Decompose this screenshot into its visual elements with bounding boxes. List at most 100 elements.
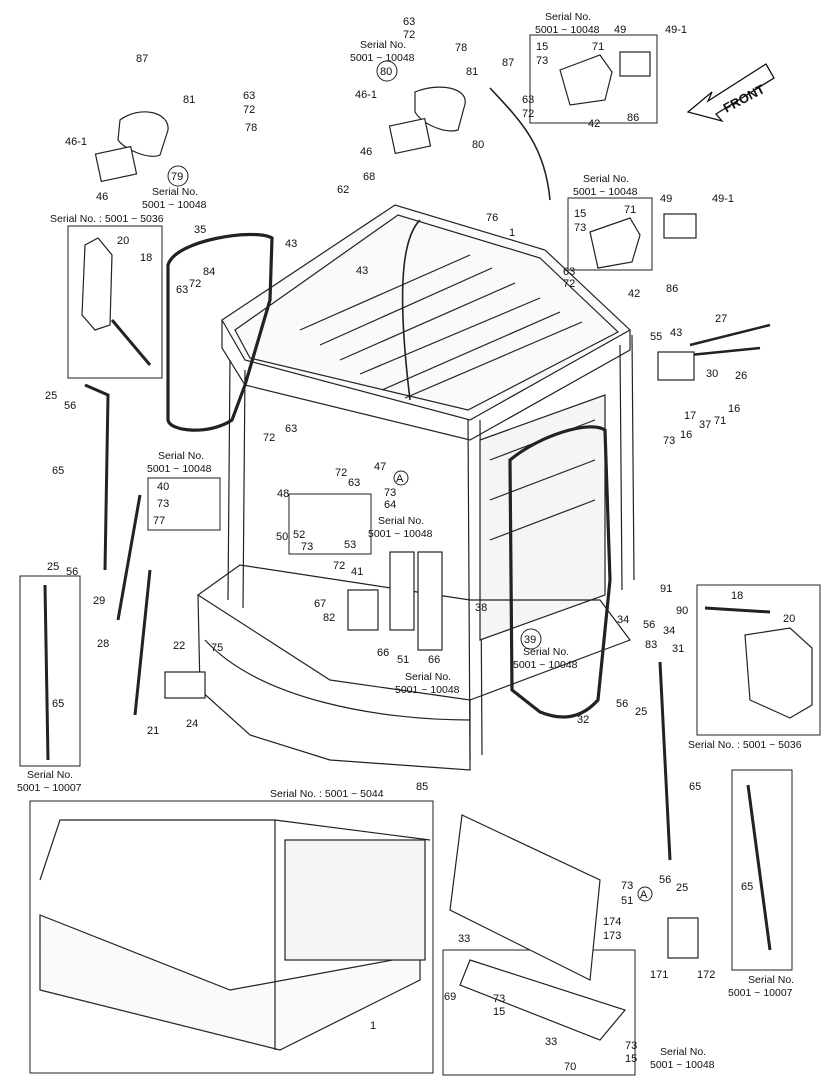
lamp-49-mid: [663, 213, 697, 239]
panel-66-right: [417, 551, 443, 651]
label-56-r: 56: [643, 619, 655, 631]
label-49-1-tr: 49-1: [665, 24, 687, 36]
label-65-l2: 65: [52, 698, 64, 710]
label-90: 90: [676, 605, 688, 617]
label-49-mr: 49: [660, 193, 672, 205]
label-18-left: 18: [140, 252, 152, 264]
label-15-b: 15: [493, 1006, 505, 1018]
frame-serial-52: [288, 493, 372, 555]
label-50: 50: [276, 531, 288, 543]
label-86-tr: 86: [627, 112, 639, 124]
label-72-l: 72: [189, 278, 201, 290]
label-38: 38: [475, 602, 487, 614]
label-76: 76: [486, 212, 498, 224]
label-43-b: 43: [356, 265, 368, 277]
label-20-left: 20: [117, 235, 129, 247]
label-68: 68: [363, 171, 375, 183]
label-63-tr: 63: [522, 94, 534, 106]
label-72-m: 72: [263, 432, 275, 444]
lamp-46-mid: [388, 117, 432, 155]
label-15-tr: 15: [536, 41, 548, 53]
box-82: [347, 589, 379, 631]
components: [39, 51, 813, 1051]
label-71-tr: 71: [592, 41, 604, 53]
circle-79: [167, 165, 189, 187]
circle-80: [376, 60, 398, 82]
frame-left-mirror: [67, 225, 163, 379]
serial-label-85: Serial No.: [405, 671, 451, 683]
label-73-r: 73: [663, 435, 675, 447]
label-77: 77: [153, 515, 165, 527]
label-33-b: 33: [545, 1036, 557, 1048]
label-91: 91: [660, 583, 672, 595]
label-73-c: 73: [384, 487, 396, 499]
label-72-c: 72: [335, 467, 347, 479]
serial-range-mr: 5001 ~ 10048: [573, 186, 638, 198]
label-174: 174: [603, 916, 621, 928]
serial-range-85: 5001 ~ 10048: [395, 684, 460, 696]
label-72-mr: 72: [563, 278, 575, 290]
mirror-right: [744, 627, 813, 719]
label-80-circ: 80: [380, 66, 392, 78]
frame-right-handrail: [731, 769, 793, 971]
label-16-b: 16: [680, 429, 692, 441]
label-73-tr: 73: [536, 55, 548, 67]
label-65-r2: 65: [741, 881, 753, 893]
work-lamp-79: [117, 111, 169, 157]
label-87-tl: 87: [136, 53, 148, 65]
wiper-motor-30: [657, 351, 695, 381]
label-72-d: 72: [333, 560, 345, 572]
label-72-tr: 72: [522, 108, 534, 120]
switch-24: [164, 671, 206, 699]
label-30: 30: [706, 368, 718, 380]
label-66-a: 66: [377, 647, 389, 659]
label-33-a: 33: [458, 933, 470, 945]
label-62: 62: [337, 184, 349, 196]
label-16-a: 16: [728, 403, 740, 415]
label-56-l: 56: [64, 400, 76, 412]
label-72-top: 72: [403, 29, 415, 41]
label-25-r: 25: [635, 706, 647, 718]
label-43-a: 43: [285, 238, 297, 250]
label-42-mr: 42: [628, 288, 640, 300]
label-48: 48: [277, 488, 289, 500]
label-1-bottom: 1: [370, 1020, 376, 1032]
lamp-71-mid: [589, 217, 641, 269]
label-34-r: 34: [663, 625, 675, 637]
label-a-1: A: [396, 473, 404, 485]
serial-label-39: Serial No.: [523, 646, 569, 658]
label-73-c2: 73: [625, 1040, 637, 1052]
part-labels: 63 72 Serial No. 5001 ~ 10048 78 81 80 8…: [17, 11, 802, 1073]
label-81-tl: 81: [183, 94, 195, 106]
frame-top-lamp: [529, 34, 658, 124]
serial-range-tr: 5001 ~ 10048: [535, 24, 600, 36]
label-47: 47: [374, 461, 386, 473]
front-arrow: FRONT: [686, 63, 775, 123]
label-39: 39: [524, 634, 536, 646]
serial-label-mr: Serial No.: [583, 173, 629, 185]
serial-label-80a: Serial No.: [360, 39, 406, 51]
label-31: 31: [672, 643, 684, 655]
serial-label-tr: Serial No.: [545, 11, 591, 23]
serial-range-r2: 5001 ~ 10007: [728, 987, 793, 999]
label-83: 83: [645, 639, 657, 651]
label-1-top: 1: [509, 227, 515, 239]
label-21: 21: [147, 725, 159, 737]
serial-range-l2: 5001 ~ 10007: [17, 782, 82, 794]
panel-66-left: [389, 551, 415, 631]
marker-a-2: [637, 886, 653, 902]
label-29: 29: [93, 595, 105, 607]
label-53: 53: [344, 539, 356, 551]
label-73-mr: 73: [574, 222, 586, 234]
label-52: 52: [293, 529, 305, 541]
label-43-r: 43: [670, 327, 682, 339]
label-41: 41: [351, 566, 363, 578]
serial-range-40: 5001 ~ 10048: [147, 463, 212, 475]
label-66-b: 66: [428, 654, 440, 666]
label-20-r: 20: [783, 613, 795, 625]
label-69: 69: [444, 991, 456, 1003]
label-49-tr: 49: [614, 24, 626, 36]
label-32: 32: [577, 714, 589, 726]
label-65-l: 65: [52, 465, 64, 477]
label-15-c2: 15: [625, 1053, 637, 1065]
